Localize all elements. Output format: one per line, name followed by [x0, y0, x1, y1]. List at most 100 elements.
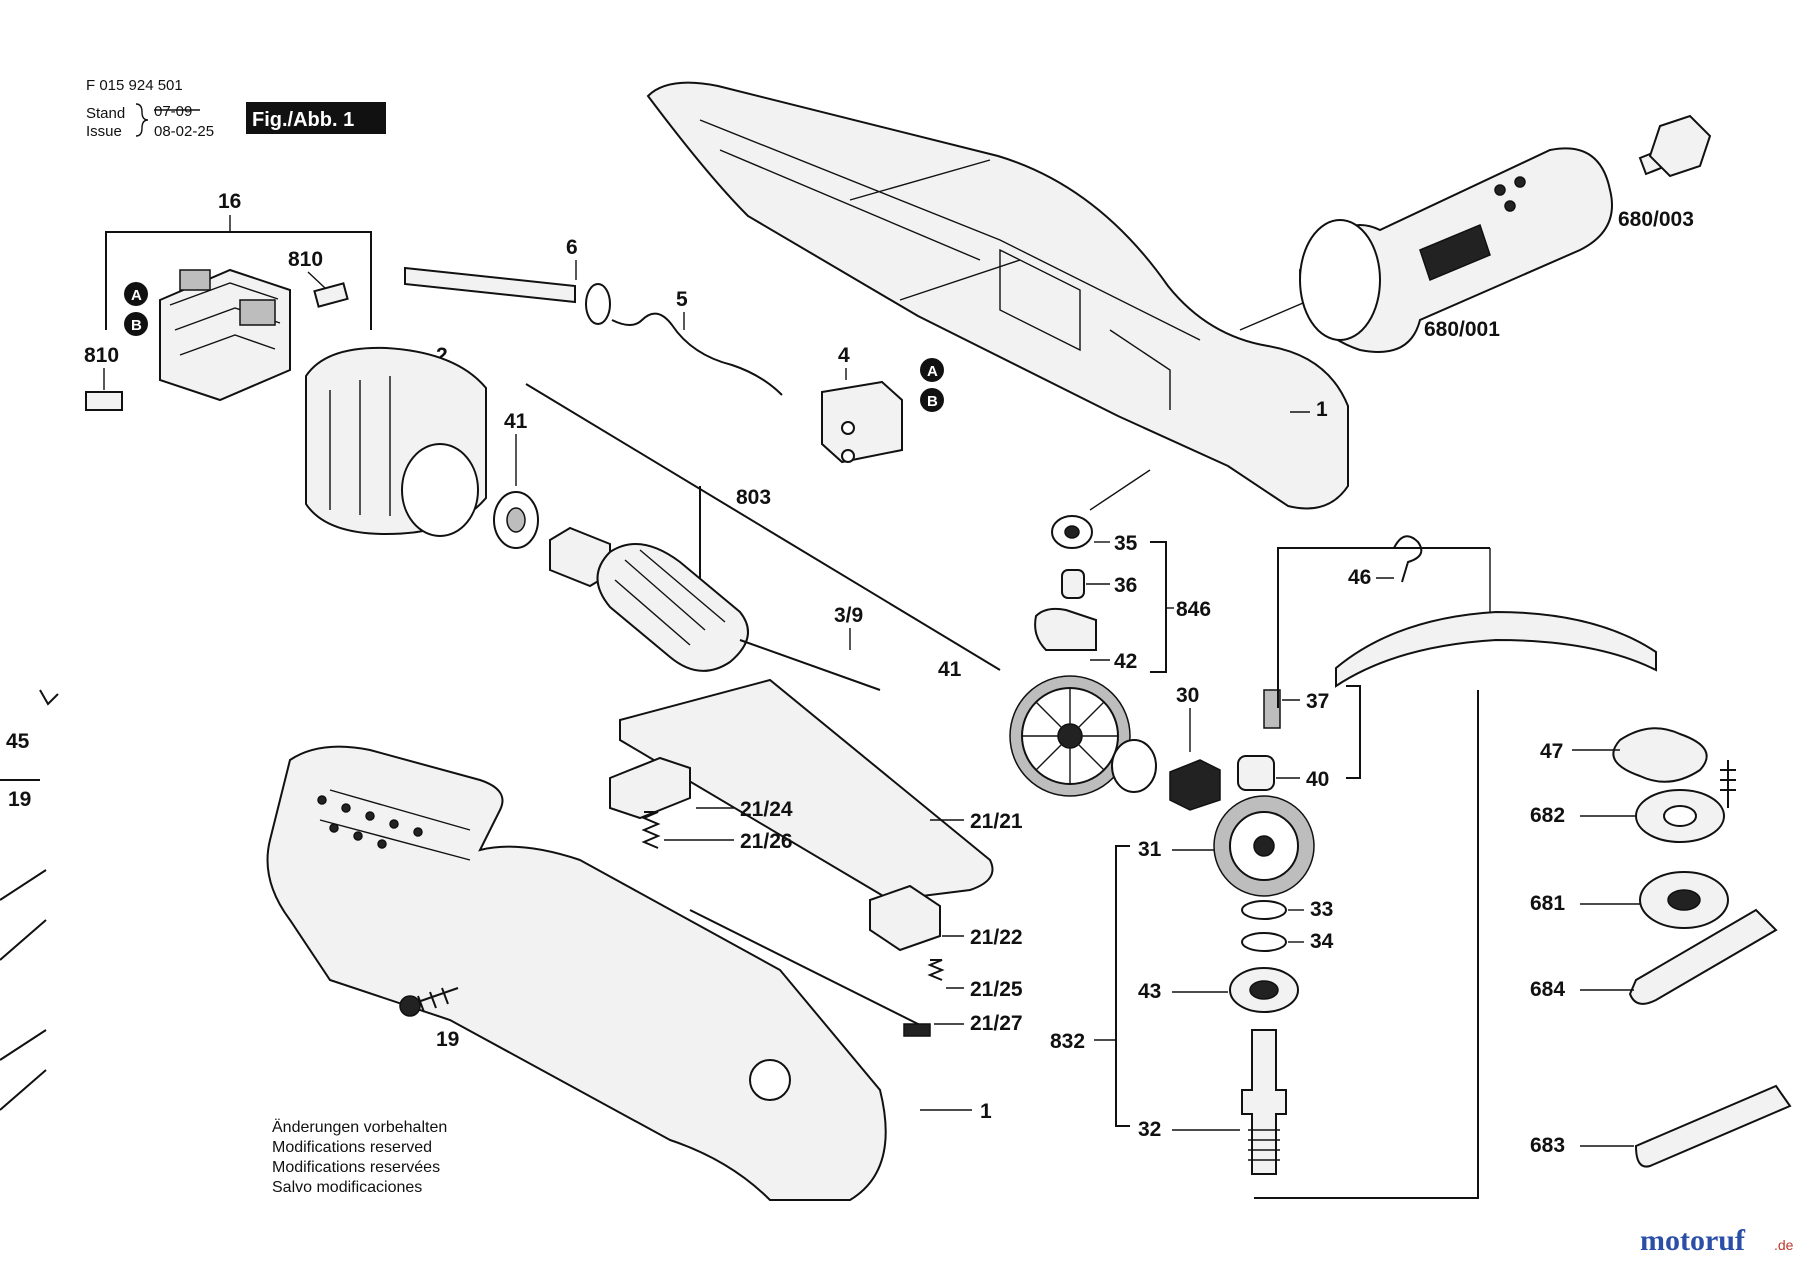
label-43: 43 [1138, 980, 1161, 1003]
group-803-bracket [525, 383, 1001, 671]
label-4: 4 [838, 344, 850, 367]
power-cable [611, 312, 783, 396]
connector-b-marker-left [124, 312, 148, 336]
modifications-notes: Änderungen vorbehalten Modifications res… [272, 1118, 447, 1196]
label-803: 803 [736, 486, 771, 509]
label-1-top: 1 [1316, 398, 1328, 421]
handle-bolt-head [1648, 114, 1712, 178]
note-de: Änderungen vorbehalten [272, 1118, 447, 1136]
grip-hole-1 [317, 795, 327, 805]
label-680-001: 680/001 [1424, 318, 1500, 341]
switch-screw-2 [841, 449, 855, 463]
label-832: 832 [1050, 1030, 1085, 1053]
date-brace [135, 103, 149, 137]
label-810-upper: 810 [288, 248, 323, 271]
label-682: 682 [1530, 804, 1565, 827]
stand-date: 07-09 [154, 103, 192, 120]
stator-bore [401, 443, 479, 537]
housing-ribs [699, 119, 1201, 341]
label-21-26: 21/26 [740, 830, 793, 853]
spindle-group: 31 33 34 43 32 832 [1050, 690, 1479, 1199]
label-36: 36 [1114, 574, 1137, 597]
flange-682-hole [1663, 805, 1697, 827]
fan-hub [1057, 723, 1083, 749]
motor-housing-lower [266, 745, 887, 1201]
watermark-brand: motoruf [1640, 1224, 1746, 1257]
figure-badge [246, 102, 386, 134]
spindle-thread [1248, 1129, 1280, 1161]
carbon-brush-upper [313, 282, 349, 308]
watermark-tld: .de [1774, 1237, 1794, 1253]
connector-b-letter-left: B [131, 317, 142, 334]
switch-rod-end [903, 1023, 931, 1037]
cable-grommet [585, 283, 611, 325]
grip-hole-6 [329, 823, 339, 833]
part-40 [1237, 755, 1275, 791]
grip-dot-2 [1514, 176, 1526, 188]
label-21-27: 21/27 [970, 1012, 1023, 1035]
label-680-003: 680/003 [1618, 208, 1694, 231]
nut-681-core [1667, 889, 1701, 911]
switch-rod-21-27 [689, 909, 931, 1031]
label-21-24: 21/24 [740, 798, 793, 821]
handle-mount-line [1239, 299, 1311, 331]
label-846: 846 [1176, 598, 1211, 621]
label-683: 683 [1530, 1134, 1565, 1157]
switch-slider-21-21 [619, 678, 994, 902]
label-32: 32 [1138, 1118, 1161, 1141]
label-19-lower: 19 [436, 1028, 459, 1051]
label-41-top: 41 [504, 410, 528, 433]
label-16: 16 [218, 190, 241, 213]
switch-lever-21-24 [609, 756, 691, 820]
spanner-684 [1628, 908, 1778, 1005]
label-35: 35 [1114, 532, 1138, 555]
label-37: 37 [1306, 690, 1329, 713]
label-684: 684 [1530, 978, 1565, 1001]
housing-detail [999, 248, 1171, 410]
grip-dot-1 [1494, 184, 1506, 196]
brush-holder-group: 16 810 810 A B [84, 190, 372, 411]
label-5: 5 [676, 288, 688, 311]
side-handle-guard [1299, 219, 1381, 341]
switch-screw-1 [841, 421, 855, 435]
part-37 [1263, 689, 1281, 729]
armature-core [596, 543, 749, 672]
watermark-logo: motoruf .de [1640, 1224, 1794, 1257]
carbon-brush-lower [85, 391, 123, 411]
note-en: Modifications reserved [272, 1139, 432, 1156]
brush-holder-clip-2 [239, 299, 276, 326]
ring-34 [1241, 932, 1287, 952]
guard-flange-group: 46 47 682 681 684 683 [1277, 535, 1792, 1168]
label-33: 33 [1310, 898, 1333, 921]
brush-holder-clip [179, 269, 211, 291]
label-45: 45 [6, 730, 30, 753]
connector-a-letter-right: A [927, 363, 938, 380]
screw-47 [1720, 760, 1736, 808]
stator-laminations [329, 376, 391, 516]
label-31: 31 [1138, 838, 1162, 861]
grip-dot-3 [1504, 200, 1516, 212]
housing-screw-boss [749, 1059, 791, 1101]
clamping-plate-47 [1612, 727, 1708, 783]
label-3-9: 3/9 [834, 604, 863, 627]
grip-texture [319, 789, 471, 861]
label-19-left: 19 [8, 788, 31, 811]
label-681: 681 [1530, 892, 1565, 915]
figure-label: Fig./Abb. 1 [252, 109, 354, 131]
note-fr: Modifications reservées [272, 1159, 440, 1176]
grip-hole-4 [389, 819, 399, 829]
label-40: 40 [1306, 768, 1329, 791]
side-handle-grip-insert [1419, 223, 1491, 282]
partial-part-lines [0, 869, 47, 1111]
label-6: 6 [566, 236, 578, 259]
label-42: 42 [1114, 650, 1137, 673]
part-42 [1034, 607, 1097, 651]
motor-housing-top: 1 [646, 81, 1349, 511]
armature-slots [614, 549, 726, 646]
note-es: Salvo modificaciones [272, 1179, 422, 1196]
spindle-frame [1254, 690, 1479, 1199]
label-34: 34 [1310, 930, 1334, 953]
mount-line-35 [1089, 469, 1151, 511]
gear-shaft-small-parts: 35 36 42 846 [1034, 515, 1211, 673]
